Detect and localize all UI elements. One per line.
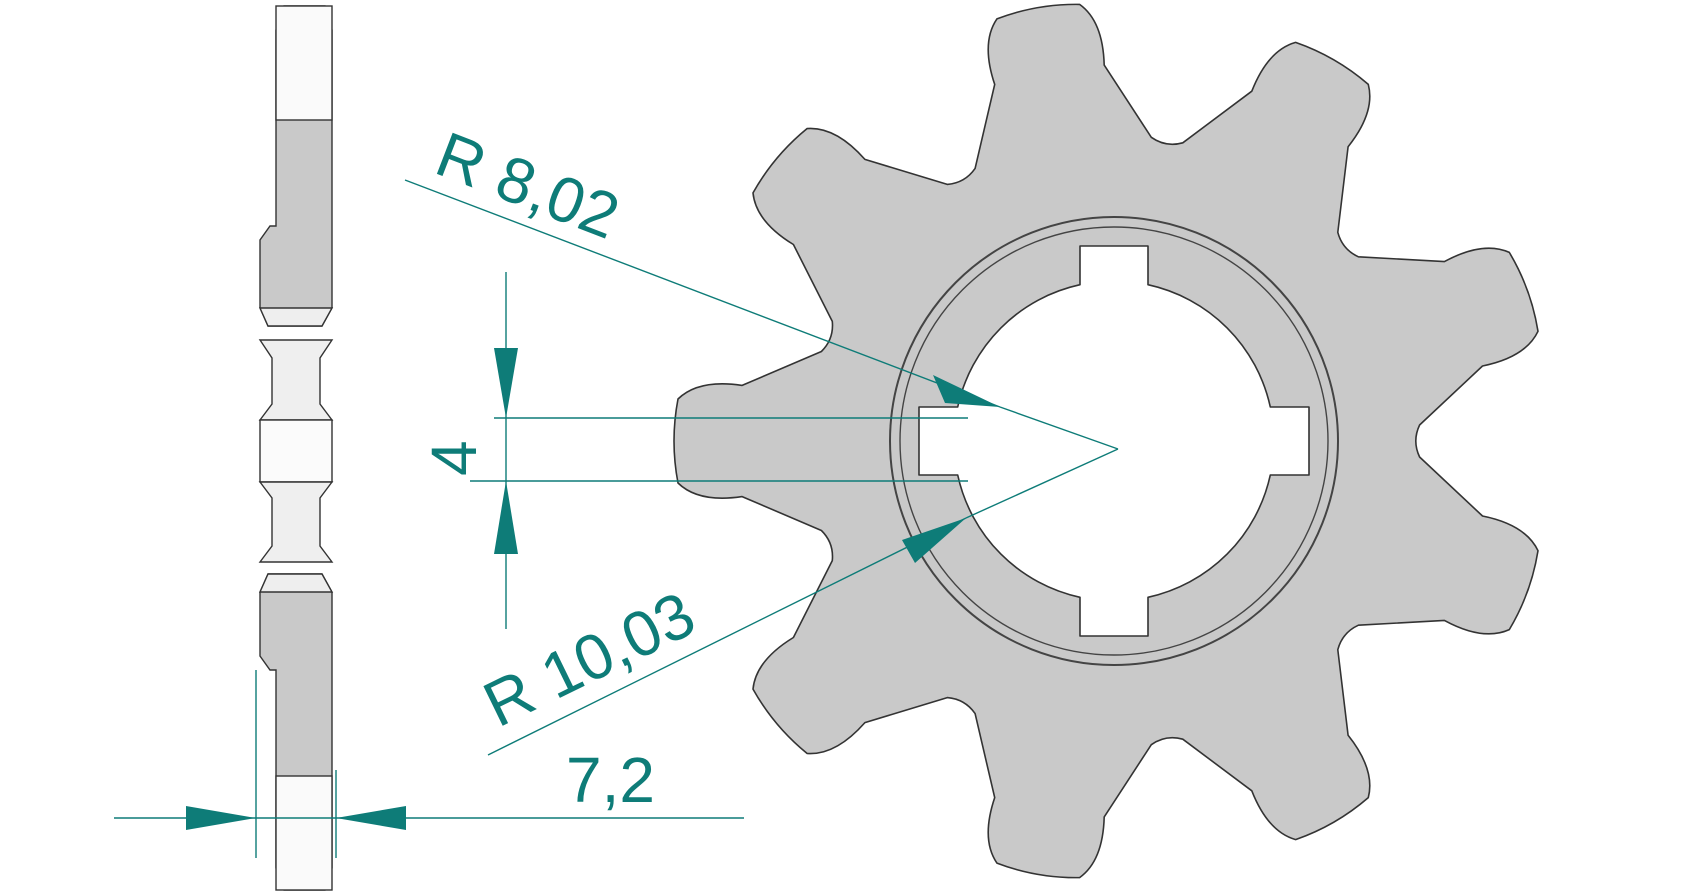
side-bore-upper <box>258 339 334 421</box>
side-bore-center <box>259 419 333 483</box>
small-radius-label: R 8,02 <box>427 118 629 253</box>
small-radius-arrow <box>933 375 1000 407</box>
large-radius-center-line <box>965 448 1119 519</box>
hub-ring-inner <box>899 226 1329 656</box>
keyway-arrow-top <box>494 348 518 418</box>
dimension-labels: R 8,02 R 10,03 4 7,2 <box>418 118 706 816</box>
large-radius-arrow <box>902 518 966 563</box>
large-radius-leader <box>487 517 967 756</box>
thickness-arrow-right <box>336 806 406 830</box>
sprocket-front-view <box>673 3 1539 879</box>
dimension-annotations <box>114 179 1119 858</box>
small-radius-center-line <box>999 406 1119 450</box>
keyway-width-label: 4 <box>418 440 490 476</box>
large-radius-label: R 10,03 <box>473 578 706 741</box>
thickness-label: 7,2 <box>566 744 655 816</box>
small-radius-leader <box>404 179 1001 408</box>
spline-bore <box>918 245 1310 637</box>
side-upper-bevel <box>258 307 334 327</box>
side-bore-lower <box>258 481 334 563</box>
side-bottom-tip-band <box>275 775 333 891</box>
hub-ring-outer <box>889 216 1339 666</box>
side-top-tip-band <box>275 5 333 121</box>
thickness-arrow-left <box>186 806 256 830</box>
sprocket-side-view <box>258 5 334 891</box>
side-lower-bevel <box>258 573 334 593</box>
keyway-arrow-bottom <box>494 481 518 554</box>
